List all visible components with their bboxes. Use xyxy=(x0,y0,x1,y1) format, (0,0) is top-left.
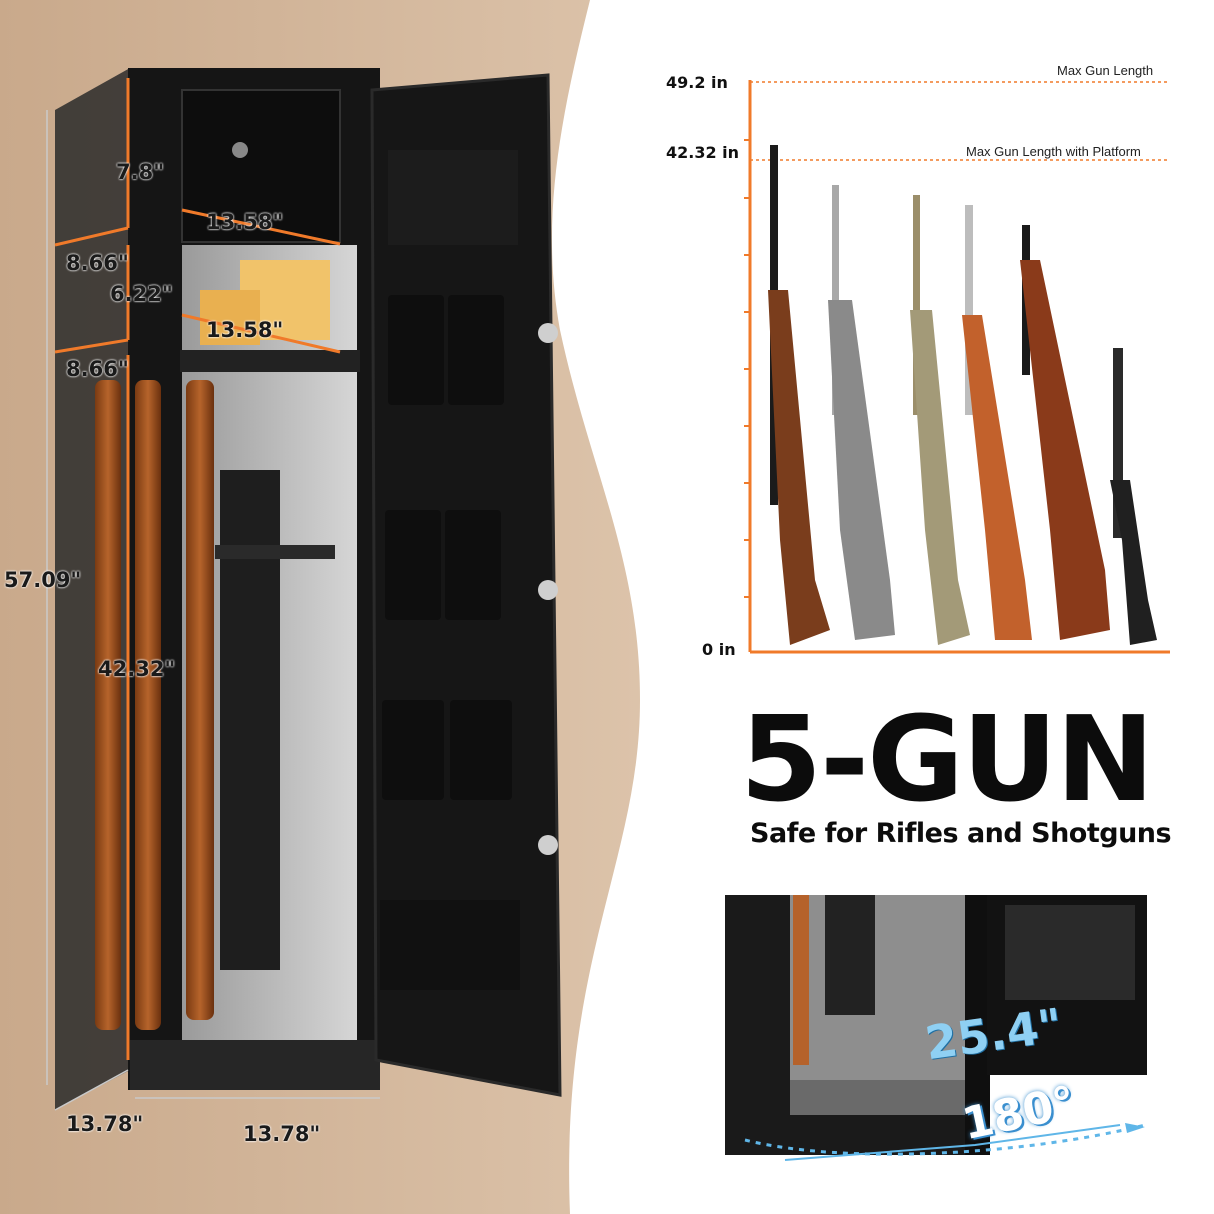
top-box-height-label: 7.8" xyxy=(116,160,165,184)
rifle-4 xyxy=(962,205,1032,640)
gun-safe-illustration xyxy=(46,68,562,1111)
platform-length-note: Max Gun Length with Platform xyxy=(966,144,1141,159)
width-label: 13.78" xyxy=(243,1122,321,1146)
max-value-label: 49.2 in xyxy=(666,73,728,92)
shelf-spacing-lower-label: 8.66" xyxy=(66,357,129,381)
shelf-height-label: 6.22" xyxy=(110,282,173,306)
zero-label: 0 in xyxy=(702,640,736,659)
total-height-label: 57.09" xyxy=(4,568,82,592)
door-open-inset xyxy=(725,895,1147,1161)
top-box-width-label: 13.58" xyxy=(206,210,284,234)
gun-length-chart xyxy=(744,80,1170,654)
shelf-spacing-upper-label: 8.66" xyxy=(66,251,129,275)
platform-value-label: 42.32 in xyxy=(666,143,740,162)
rifle-5 xyxy=(1020,225,1110,640)
max-length-note: Max Gun Length xyxy=(1057,63,1154,78)
headline-subtitle: Safe for Rifles and Shotguns xyxy=(750,818,1172,849)
shelf-width-label: 13.58" xyxy=(206,318,284,342)
depth-label: 13.78" xyxy=(66,1112,144,1136)
shotgun xyxy=(1110,348,1157,645)
rifle-3 xyxy=(910,195,970,645)
headline-title: 5-GUN xyxy=(740,690,1155,828)
gun-space-height-label: 42.32" xyxy=(98,657,176,681)
rifle-1 xyxy=(768,145,830,645)
rifle-2 xyxy=(828,185,895,640)
